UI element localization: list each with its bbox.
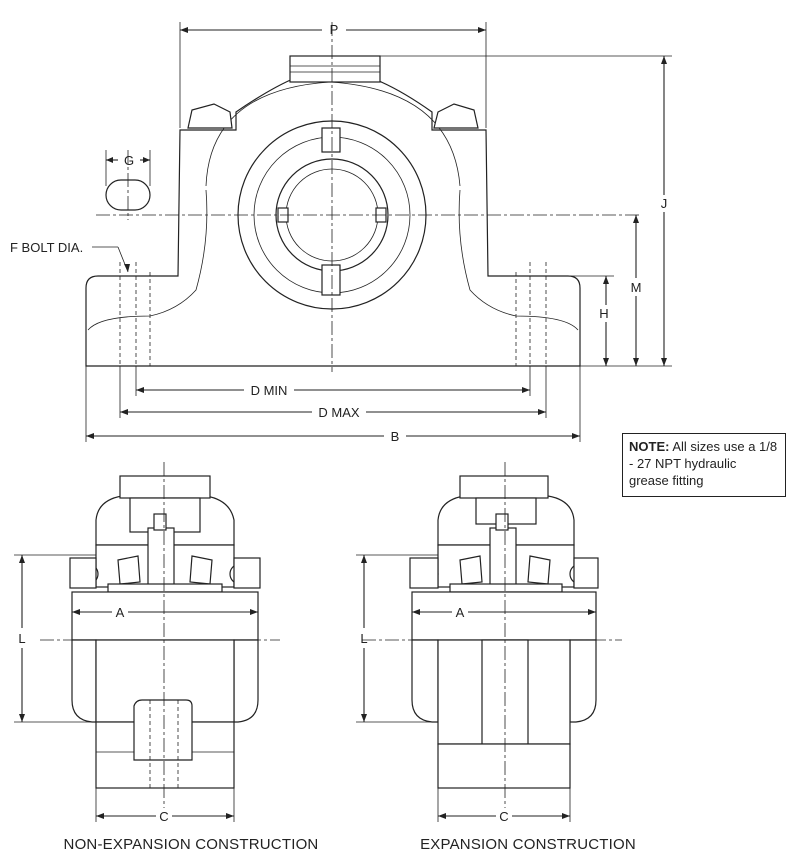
caption-non-expansion: NON-EXPANSION CONSTRUCTION — [64, 836, 319, 853]
dim-b-label: B — [391, 429, 400, 444]
dim-f-bolt-label: F BOLT DIA. — [10, 240, 83, 255]
dim-c-left-label: C — [159, 809, 168, 824]
expansion-section — [356, 462, 622, 822]
dim-p-label: P — [330, 22, 339, 37]
dim-g-label: G — [124, 153, 134, 168]
note-label: NOTE: — [629, 439, 670, 454]
note-text: All sizes use a 1/8 - 27 NPT hydraulic g… — [629, 439, 778, 488]
note-box: NOTE: All sizes use a 1/8 - 27 NPT hydra… — [622, 433, 786, 497]
dim-h-label: H — [599, 306, 608, 321]
dim-a-right-label: A — [456, 605, 465, 620]
grease-fitting — [289, 55, 381, 83]
non-expansion-section — [14, 462, 280, 822]
dim-l-left-label: L — [18, 631, 25, 646]
dim-m-label: M — [631, 280, 642, 295]
dim-d-max-label: D MAX — [318, 405, 360, 420]
cap-bolt-right — [433, 103, 479, 129]
top-view — [85, 22, 672, 442]
dim-j-label: J — [661, 196, 668, 211]
cap-bolt-left — [187, 103, 233, 129]
caption-expansion: EXPANSION CONSTRUCTION — [420, 836, 636, 853]
dim-d-min-label: D MIN — [251, 383, 288, 398]
dim-a-left-label: A — [116, 605, 125, 620]
dim-c-right-label: C — [499, 809, 508, 824]
dim-l-right-label: L — [360, 631, 367, 646]
